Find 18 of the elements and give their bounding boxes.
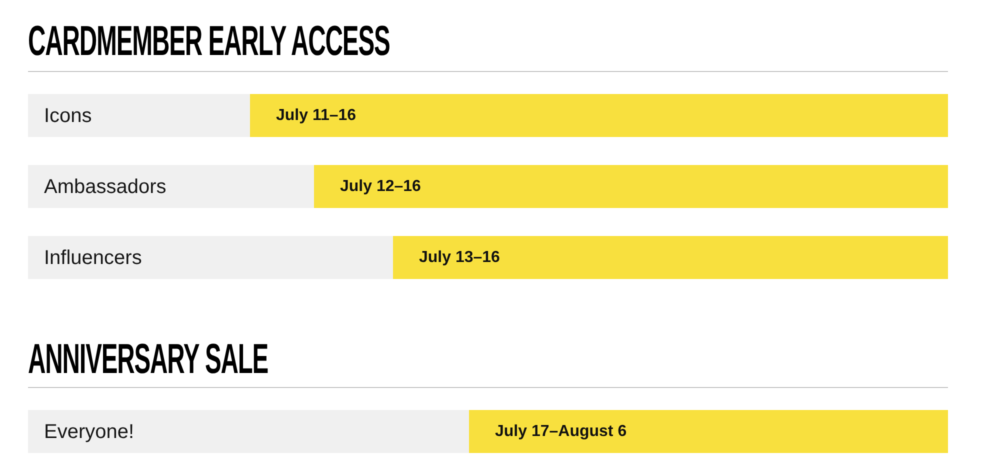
tier-row: [28, 236, 948, 279]
date-range: July 17–August 6: [495, 422, 627, 442]
tier-label: Everyone!: [44, 420, 134, 444]
section-heading: ANNIVERSARY SALE: [28, 338, 268, 380]
tier-label: Icons: [44, 104, 92, 128]
date-bar: [393, 236, 948, 279]
date-range: July 13–16: [419, 248, 500, 268]
section-heading: CARDMEMBER EARLY ACCESS: [28, 20, 390, 62]
tier-label: Influencers: [44, 246, 142, 270]
tier-row: [28, 94, 948, 137]
date-bar: [469, 410, 948, 453]
tier-row: [28, 410, 948, 453]
tier-label: Ambassadors: [44, 174, 166, 200]
date-range: July 11–16: [276, 106, 356, 126]
date-bar: [314, 165, 948, 208]
date-bar: [250, 94, 948, 137]
tier-row: [28, 165, 948, 208]
date-range: July 12–16: [340, 176, 421, 196]
